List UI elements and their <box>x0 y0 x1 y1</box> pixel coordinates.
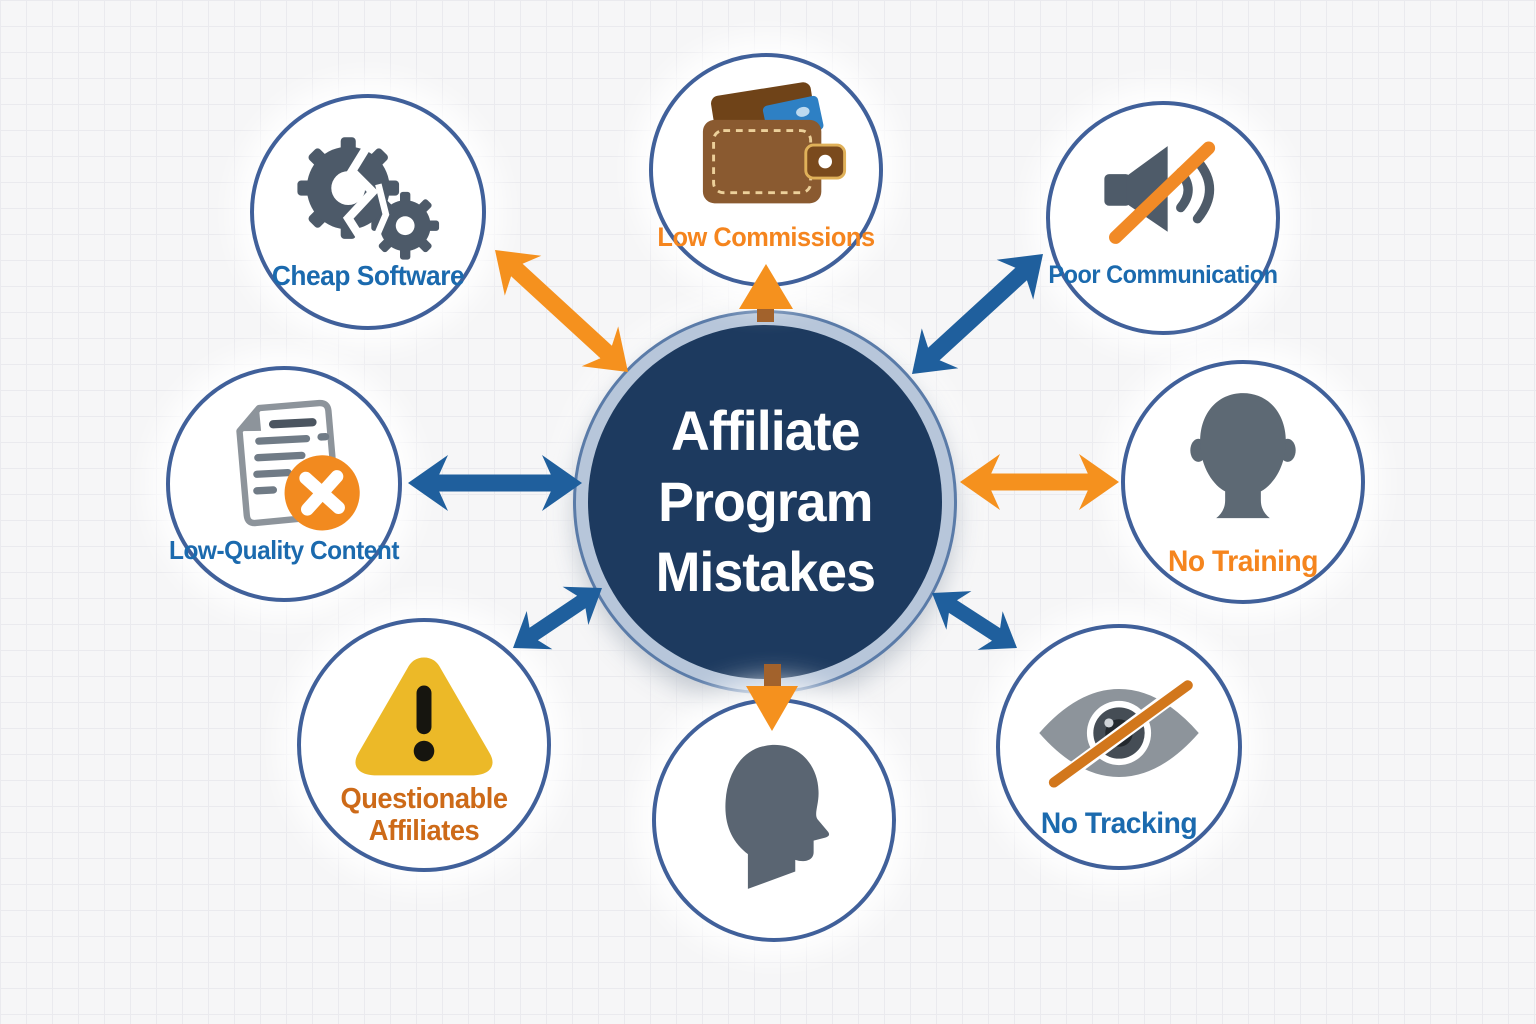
node-label-cheap-software: Cheap Software <box>271 260 465 291</box>
muted-speaker-icon <box>1104 141 1216 244</box>
document-x-icon <box>236 399 360 531</box>
node-label-questionable-affiliates: Questionable Affiliates <box>340 783 508 847</box>
hub-title-line-2: Program <box>657 469 873 533</box>
arrow-no-training <box>960 454 1119 510</box>
node-label-low-commissions: Low Commissions <box>657 222 875 252</box>
eye-slash-icon <box>1039 680 1199 788</box>
broken-gear-icon <box>297 137 440 260</box>
center-hub-circle: Affiliate Program Mistakes <box>573 310 957 694</box>
node-label-poor-communication: Poor Communication <box>1048 261 1278 289</box>
hub-title: Affiliate Program Mistakes <box>655 396 875 608</box>
wallet-icon <box>702 82 847 204</box>
head-front-icon <box>1190 393 1296 519</box>
arrow-questionable-affiliates <box>513 586 602 650</box>
node-low-commissions: Low Commissions <box>649 53 883 287</box>
center-hub-inner: Affiliate Program Mistakes <box>588 325 942 679</box>
arrow-cheap-software <box>495 250 628 372</box>
node-audience-head <box>652 698 896 942</box>
arrow-poor-communication <box>912 254 1043 374</box>
node-cheap-software: Cheap Software <box>250 94 486 330</box>
node-low-quality-content: Low-Quality Content <box>166 366 402 602</box>
arrow-no-tracking <box>932 591 1017 650</box>
node-label-no-tracking: No Tracking <box>1040 807 1198 840</box>
arrow-low-quality-content <box>408 455 582 511</box>
node-questionable-affiliates: Questionable Affiliates <box>297 618 551 872</box>
node-no-training: No Training <box>1121 360 1365 604</box>
hub-title-line-1: Affiliate <box>670 399 860 463</box>
warning-triangle-icon <box>355 657 493 776</box>
node-no-tracking: No Tracking <box>996 624 1242 870</box>
node-label-no-training: No Training <box>1168 545 1318 578</box>
node-poor-communication: Poor Communication <box>1046 101 1280 335</box>
node-label-low-quality-content: Low-Quality Content <box>168 535 400 565</box>
hub-title-line-3: Mistakes <box>655 540 875 604</box>
head-profile-icon <box>725 744 830 889</box>
